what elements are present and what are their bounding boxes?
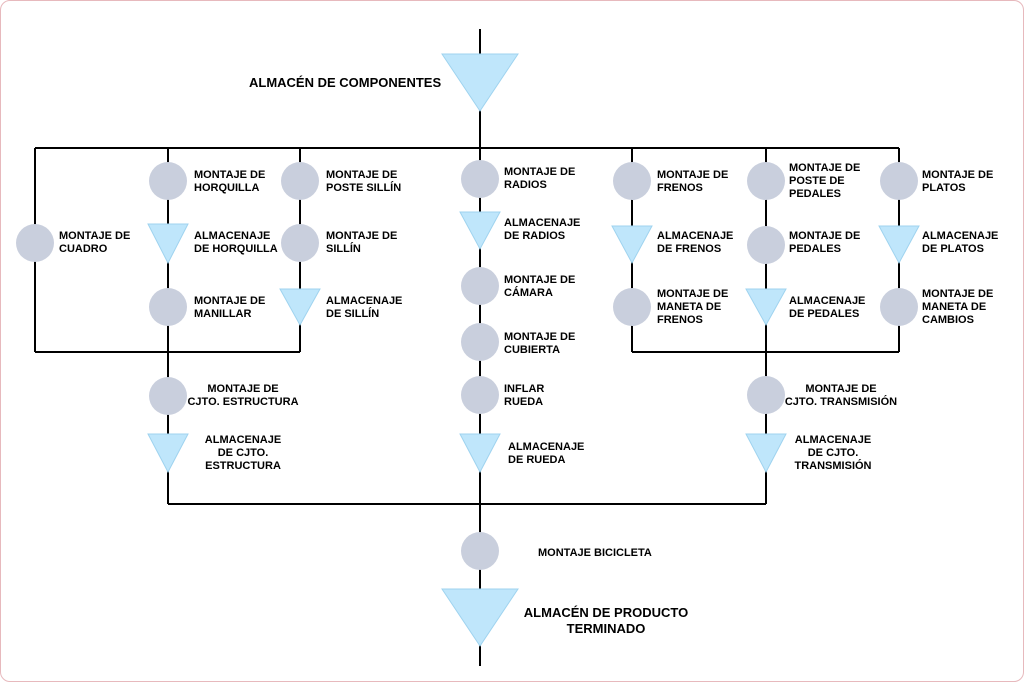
storage-almacenaje-cjto-transmision [745, 433, 787, 474]
storage-almacenaje-horquilla [147, 223, 189, 265]
operation-montaje-horquilla [149, 162, 187, 200]
operation-montaje-maneta-cambios [880, 288, 918, 326]
operation-montaje-cuadro [16, 224, 54, 262]
storage-almacen-producto-terminado [441, 588, 519, 647]
storage-almacenaje-frenos [611, 225, 653, 265]
label-montaje-bicicleta: MONTAJE BICICLETA [538, 547, 652, 559]
label-almacen-componentes: ALMACÉN DE COMPONENTES [249, 75, 442, 90]
operation-montaje-cjto-estructura [149, 377, 187, 415]
operation-montaje-cubierta [461, 323, 499, 361]
operation-montaje-sillin [281, 224, 319, 262]
operation-montaje-pedales [747, 226, 785, 264]
operation-montaje-manillar [149, 288, 187, 326]
storage-almacenaje-cjto-estructura [147, 433, 189, 474]
operation-inflar-rueda [461, 376, 499, 414]
operation-montaje-maneta-frenos [613, 288, 651, 326]
operation-montaje-radios [461, 160, 499, 198]
operation-montaje-bicicleta [461, 532, 499, 570]
operation-montaje-platos [880, 162, 918, 200]
operation-montaje-camara [461, 267, 499, 305]
storage-almacenaje-pedales [745, 288, 787, 327]
storage-almacenaje-platos [878, 225, 920, 265]
storage-almacen-componentes [441, 53, 519, 112]
storage-almacenaje-rueda [459, 433, 501, 474]
operation-montaje-cjto-transmision [747, 376, 785, 414]
operation-montaje-frenos [613, 162, 651, 200]
storage-almacenaje-radios [459, 211, 501, 251]
operation-montaje-poste-pedales [747, 162, 785, 200]
storage-almacenaje-sillin [279, 288, 321, 327]
operation-montaje-poste-sillin [281, 162, 319, 200]
